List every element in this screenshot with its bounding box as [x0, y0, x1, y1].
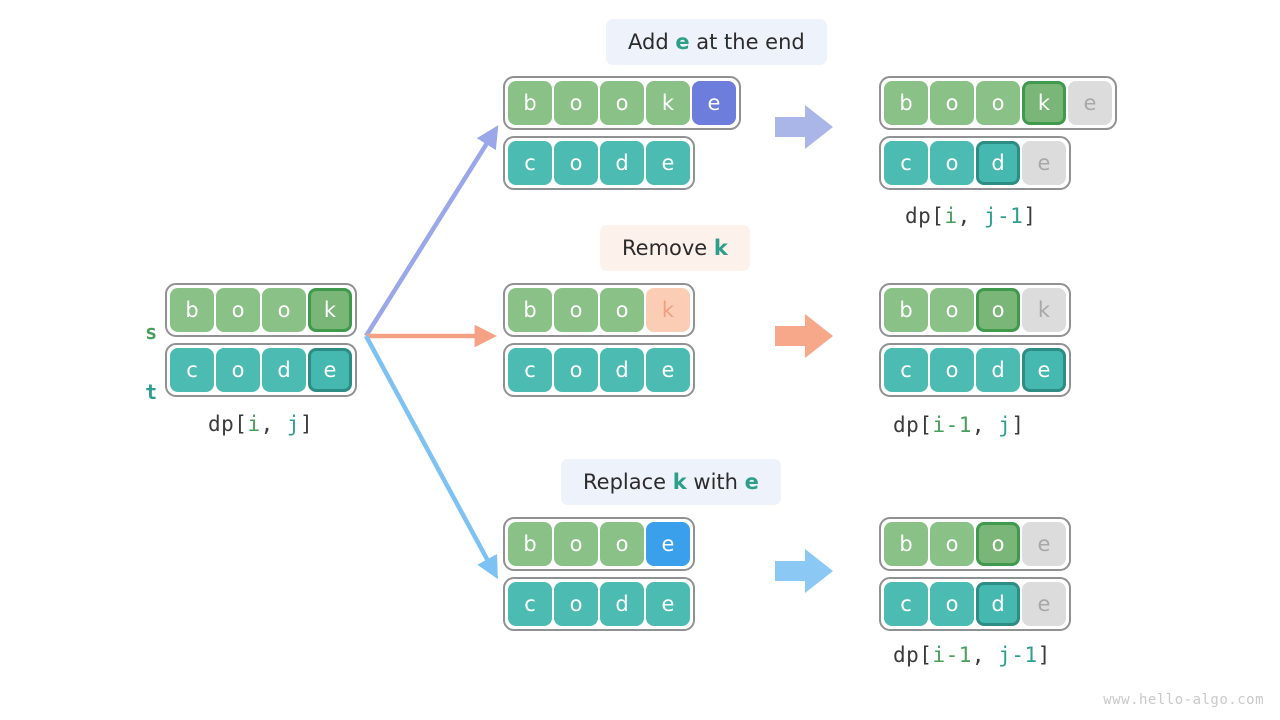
- source-dp-caption: dp[i, j]: [208, 412, 314, 436]
- array-cell: e: [646, 522, 690, 566]
- array-cell: b: [884, 288, 928, 332]
- array-cell: o: [554, 288, 598, 332]
- block-arrow-replace: [775, 549, 833, 593]
- array-cell: d: [976, 582, 1020, 626]
- array-cell: e: [646, 582, 690, 626]
- array-cell: o: [600, 522, 644, 566]
- array-cell: o: [976, 81, 1020, 125]
- array-cell: k: [1022, 288, 1066, 332]
- array-cell: e: [1022, 348, 1066, 392]
- array-cell: o: [976, 288, 1020, 332]
- array-cell: d: [976, 141, 1020, 185]
- array-cell: b: [508, 522, 552, 566]
- operation-pill-delete: Remove k: [600, 225, 750, 271]
- delete-dp-caption: dp[i-1, j]: [893, 413, 1025, 437]
- array-cell: c: [170, 348, 214, 392]
- array-cell: e: [692, 81, 736, 125]
- array-cell: o: [554, 81, 598, 125]
- array-cell: c: [508, 582, 552, 626]
- array-cell: o: [554, 582, 598, 626]
- operation-pill-replace: Replace k with e: [561, 459, 781, 505]
- array-cell: k: [646, 288, 690, 332]
- array-cell: o: [930, 81, 974, 125]
- array-cell: o: [554, 348, 598, 392]
- insert-dp-caption: dp[i, j-1]: [905, 204, 1037, 228]
- array-cell: b: [170, 288, 214, 332]
- array-cell: o: [976, 522, 1020, 566]
- array-cell: c: [508, 348, 552, 392]
- array-cell: c: [884, 141, 928, 185]
- operation-pill-insert: Add e at the end: [606, 19, 827, 65]
- array-cell: d: [600, 141, 644, 185]
- array-cell: o: [930, 288, 974, 332]
- array-cell: o: [554, 141, 598, 185]
- arrow-to-insert: [364, 125, 499, 338]
- array-cell: e: [308, 348, 352, 392]
- array-cell: d: [600, 348, 644, 392]
- array-cell: d: [262, 348, 306, 392]
- array-cell: o: [554, 522, 598, 566]
- array-cell: d: [976, 348, 1020, 392]
- block-arrow-insert: [775, 105, 833, 149]
- arrow-to-replace: [364, 334, 498, 580]
- array-cell: b: [508, 288, 552, 332]
- array-cell: k: [1022, 81, 1066, 125]
- array-cell: d: [600, 582, 644, 626]
- array-cell: o: [216, 348, 260, 392]
- array-cell: k: [308, 288, 352, 332]
- array-cell: e: [646, 141, 690, 185]
- array-cell: o: [262, 288, 306, 332]
- array-cell: e: [1022, 582, 1066, 626]
- array-cell: o: [930, 522, 974, 566]
- array-cell: c: [508, 141, 552, 185]
- array-cell: e: [646, 348, 690, 392]
- block-arrow-delete: [775, 314, 833, 358]
- array-cell: c: [884, 348, 928, 392]
- array-cell: b: [884, 81, 928, 125]
- array-cell: o: [930, 348, 974, 392]
- array-cell: o: [216, 288, 260, 332]
- replace-dp-caption: dp[i-1, j-1]: [893, 643, 1051, 667]
- array-cell: e: [1022, 522, 1066, 566]
- array-cell: e: [1068, 81, 1112, 125]
- array-cell: b: [884, 522, 928, 566]
- watermark: www.hello-algo.com: [1103, 692, 1264, 708]
- array-cell: o: [600, 288, 644, 332]
- array-cell: o: [930, 141, 974, 185]
- array-cell: c: [884, 582, 928, 626]
- array-cell: o: [930, 582, 974, 626]
- array-cell: k: [646, 81, 690, 125]
- array-cell: b: [508, 81, 552, 125]
- array-cell: o: [600, 81, 644, 125]
- array-cell: e: [1022, 141, 1066, 185]
